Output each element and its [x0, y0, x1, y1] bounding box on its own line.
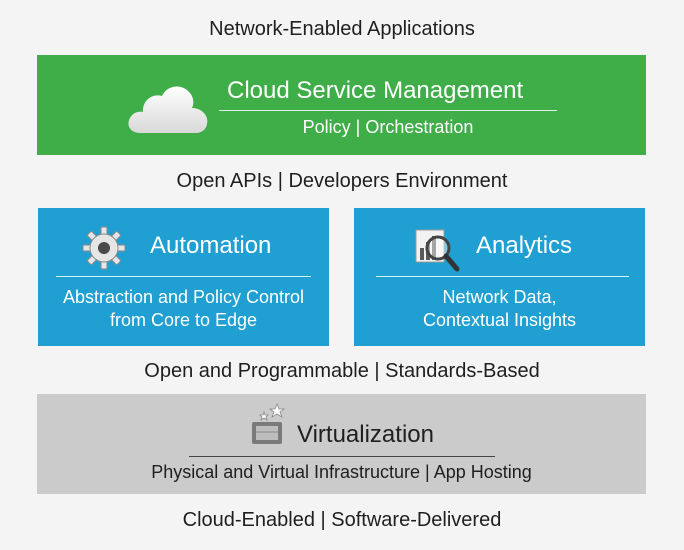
- virtualization-block: Virtualization Physical and Virtual Infr…: [37, 394, 646, 494]
- cloud-icon: [128, 86, 208, 133]
- automation-subtitle-line-2: from Core to Edge: [109, 310, 258, 330]
- cloud-service-subtitle: Policy | Orchestration: [302, 117, 474, 137]
- gear-icon: [82, 226, 126, 270]
- virtualization-subtitle: Physical and Virtual Infrastructure | Ap…: [151, 462, 532, 482]
- analytics-block: Analytics Network Data, Contextual Insig…: [354, 208, 645, 346]
- analytics-title: Analytics: [476, 232, 573, 259]
- analytics-subtitle-line-1: Network Data,: [442, 287, 557, 307]
- analytics-divider: [376, 276, 629, 277]
- bottom-caption: Cloud-Enabled | Software-Delivered: [182, 509, 502, 531]
- virtualization-title: Virtualization: [297, 421, 434, 448]
- automation-block: Automation Abstraction and Policy Contro…: [38, 208, 329, 346]
- virtual-box-icon: [252, 402, 286, 444]
- automation-title: Automation: [150, 232, 272, 259]
- automation-divider: [56, 276, 311, 277]
- top-caption: Network-Enabled Applications: [209, 18, 475, 40]
- cloud-divider: [219, 110, 557, 111]
- magnifier-chart-icon: [415, 229, 460, 272]
- automation-subtitle-line-1: Abstraction and Policy Control: [62, 287, 305, 307]
- cloud-service-management-block: Cloud Service Management Policy | Orches…: [37, 55, 646, 155]
- analytics-subtitle-line-2: Contextual Insights: [422, 310, 577, 330]
- virtualization-divider: [189, 456, 495, 457]
- open-programmable-caption: Open and Programmable | Standards-Based: [144, 360, 540, 382]
- automation-subtitle: Abstraction and Policy Control from Core…: [38, 286, 329, 332]
- apis-caption: Open APIs | Developers Environment: [176, 170, 508, 192]
- cloud-service-title: Cloud Service Management: [227, 77, 524, 104]
- analytics-subtitle: Network Data, Contextual Insights: [354, 286, 645, 332]
